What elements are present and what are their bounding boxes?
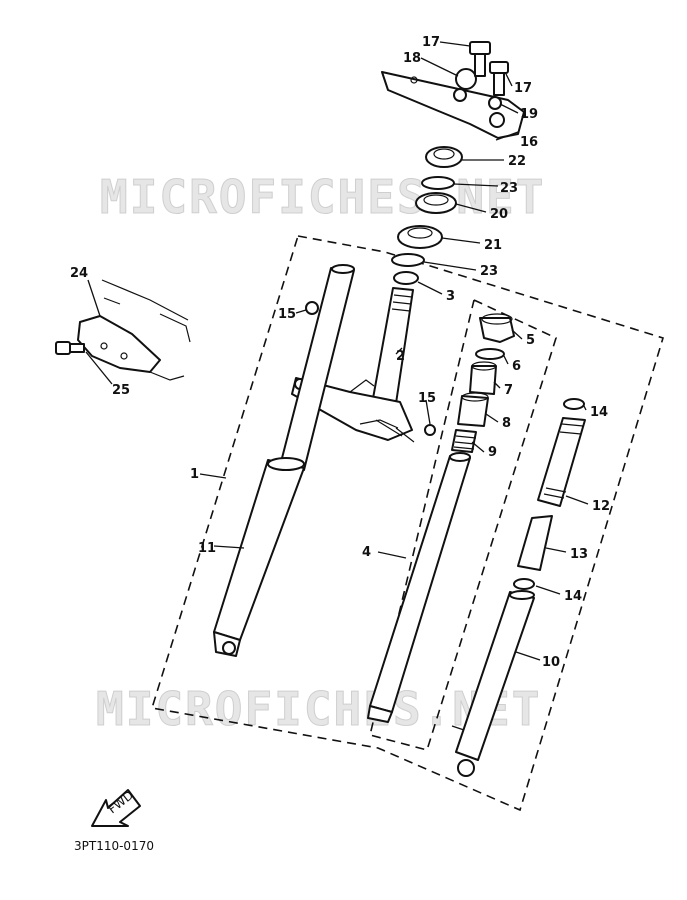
bolt-part-17-left xyxy=(469,41,491,77)
fork-internals xyxy=(451,313,515,453)
inner-fork-boundary xyxy=(369,299,557,751)
watermark-top: MICROFICHES.NET xyxy=(100,170,545,224)
inner-tube-part-4 xyxy=(367,452,471,723)
callout-23-upper: 23 xyxy=(500,181,518,196)
callout-3: 3 xyxy=(446,289,455,304)
callout-22: 22 xyxy=(508,154,526,169)
taper-spindle-part-13 xyxy=(517,515,553,571)
callout-14-upper: 14 xyxy=(590,405,608,420)
outer-assembly-boundary xyxy=(150,235,664,812)
callout-10: 10 xyxy=(542,655,560,670)
callout-21: 21 xyxy=(484,238,502,253)
callout-9: 9 xyxy=(488,445,497,460)
leader-lines xyxy=(85,41,589,661)
callout-16: 16 xyxy=(520,135,538,150)
callout-15-lower: 15 xyxy=(418,391,436,406)
damper-rod-part-12 xyxy=(537,417,586,507)
diagram-code: 3PT110-0170 xyxy=(74,839,154,853)
oring-part-14-upper xyxy=(563,398,585,410)
bearing-race-part-21 xyxy=(397,225,443,249)
callout-6: 6 xyxy=(512,359,521,374)
callout-23-lower: 23 xyxy=(480,264,498,279)
callout-14-lower: 14 xyxy=(564,589,582,604)
bolt-part-17-right xyxy=(489,61,509,96)
washer-part-23-upper xyxy=(421,176,455,190)
cap-part-5 xyxy=(479,317,515,343)
handle-crown-part-16 xyxy=(381,68,525,139)
washer-part-19 xyxy=(488,96,502,110)
spacer-part-8 xyxy=(457,395,489,427)
callout-17-right: 17 xyxy=(514,81,532,96)
callout-20: 20 xyxy=(490,207,508,222)
callout-18: 18 xyxy=(403,51,421,66)
callout-1: 1 xyxy=(190,467,199,482)
oring-part-14-lower xyxy=(513,578,535,590)
callout-2: 2 xyxy=(396,349,405,364)
callout-24: 24 xyxy=(70,266,88,281)
right-fork-parts xyxy=(451,398,586,777)
bolt-part-15-lower xyxy=(424,424,436,436)
bolt-part-25 xyxy=(55,341,85,355)
bracket-part-24 xyxy=(77,279,191,381)
forward-arrow: FWD xyxy=(91,788,141,827)
spring-seat-part-6 xyxy=(475,348,505,360)
callout-12: 12 xyxy=(592,499,610,514)
fork-tube-part-11 xyxy=(213,264,355,657)
callout-labels: 17 18 17 19 16 22 23 20 21 23 3 24 15 5 … xyxy=(70,35,610,670)
callout-11: 11 xyxy=(198,541,216,556)
assembly-boundaries xyxy=(150,235,664,812)
callout-25: 25 xyxy=(112,383,130,398)
bolt-part-15-upper xyxy=(305,301,319,315)
collar-part-7 xyxy=(469,365,497,395)
callout-15-upper: 15 xyxy=(278,307,296,322)
spring-part-9 xyxy=(451,429,477,453)
watermark-bottom: MICROFICHES.NET xyxy=(96,682,541,736)
callout-13: 13 xyxy=(570,547,588,562)
seal-part-3 xyxy=(393,271,419,285)
washer-part-23-lower xyxy=(391,253,425,267)
bearing-part-20 xyxy=(415,192,457,214)
callout-19: 19 xyxy=(520,107,538,122)
callout-4: 4 xyxy=(362,545,371,560)
callout-5: 5 xyxy=(526,333,535,348)
ring-nut-part-22 xyxy=(425,146,463,168)
bearing-stack xyxy=(391,146,463,285)
callout-8: 8 xyxy=(502,416,511,431)
callout-7: 7 xyxy=(504,383,513,398)
callout-17-left: 17 xyxy=(422,35,440,50)
